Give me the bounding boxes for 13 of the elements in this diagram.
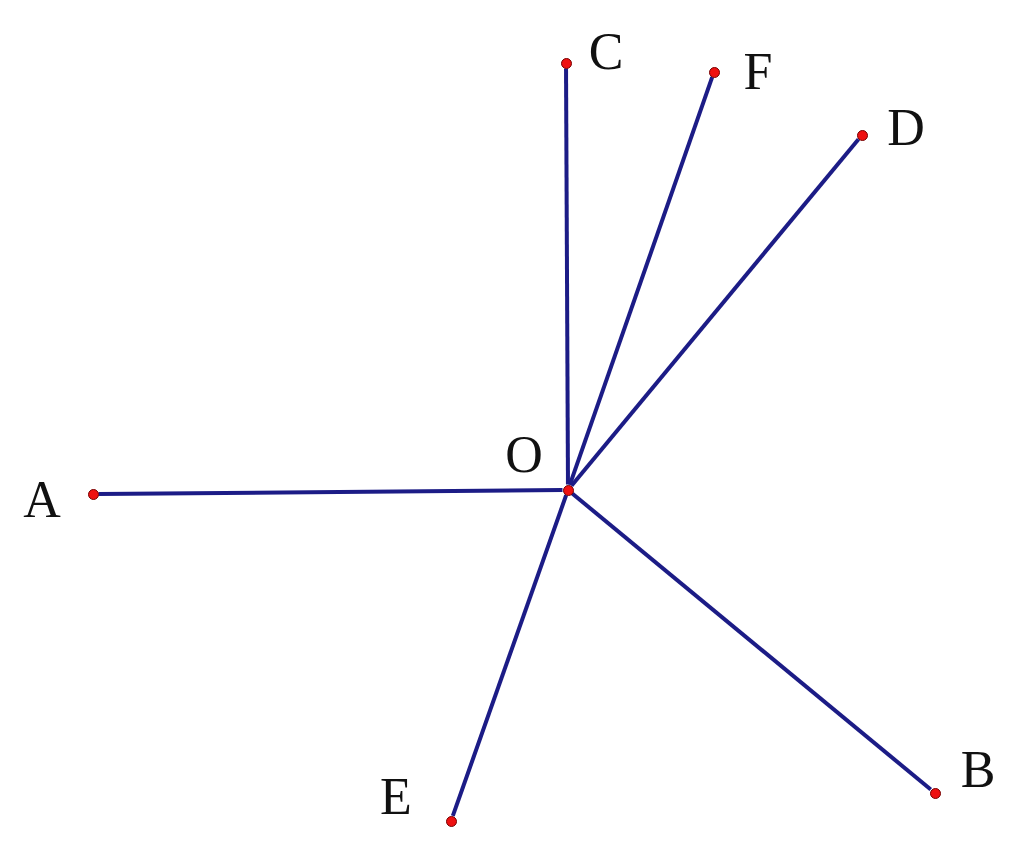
line-segment bbox=[567, 76, 715, 486]
line-segment bbox=[98, 488, 563, 496]
line-segment bbox=[564, 68, 570, 485]
line-segment bbox=[569, 137, 861, 488]
point-label: B bbox=[959, 744, 997, 796]
point-label: C bbox=[587, 26, 625, 78]
point-label: D bbox=[886, 102, 926, 154]
point-label: F bbox=[742, 46, 774, 98]
line-segment bbox=[450, 494, 569, 817]
point-label: O bbox=[504, 429, 544, 481]
line-segment bbox=[570, 491, 933, 792]
point-label: E bbox=[379, 771, 413, 823]
point-label: A bbox=[22, 474, 62, 526]
